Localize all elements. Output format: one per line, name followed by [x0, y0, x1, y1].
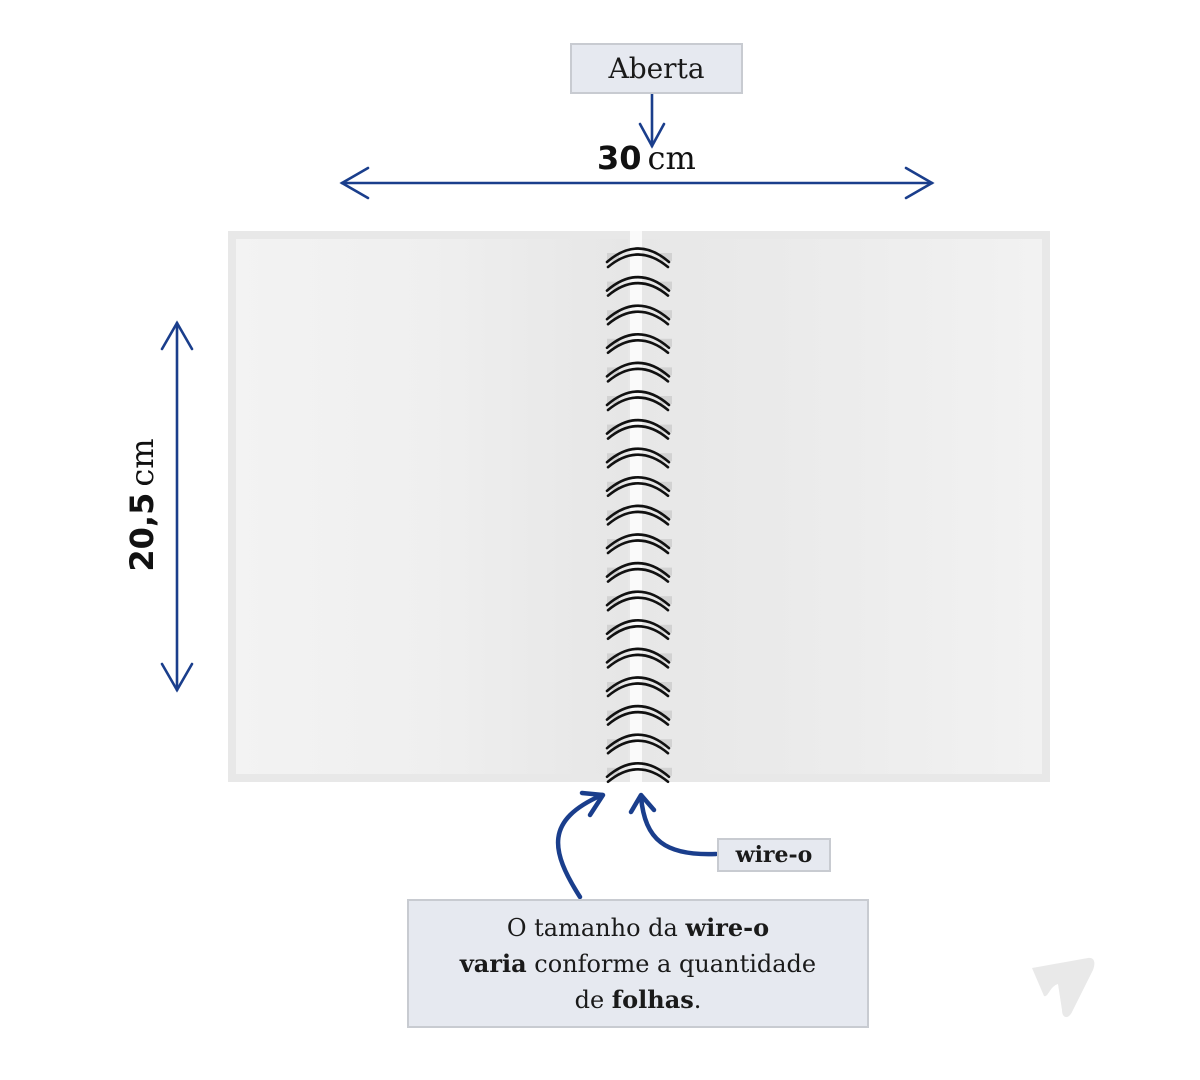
- note-line-1: O tamanho da wire-o: [507, 910, 769, 946]
- right-page: [642, 239, 1042, 774]
- curved-arrow-note-icon: [555, 790, 606, 900]
- height-arrow-icon: [160, 320, 194, 693]
- note-line-2: varia conforme a quantidade: [460, 946, 816, 982]
- note-text: O tamanho da: [506, 913, 686, 942]
- note-line-3: de folhas.: [575, 982, 702, 1018]
- note-text: conforme a quantidade: [526, 949, 817, 978]
- wireo-label-box: wire-o: [717, 838, 831, 872]
- brand-logo-icon: [1032, 957, 1095, 1018]
- note-bold-text: wire-o: [685, 912, 770, 942]
- aberta-label: Aberta: [608, 52, 705, 85]
- down-arrow-icon: [638, 92, 666, 149]
- height-dimension-label: 20,5 cm: [123, 438, 161, 571]
- open-notebook: [228, 231, 1050, 782]
- note-box: O tamanho da wire-o varia conforme a qua…: [407, 899, 869, 1028]
- aberta-label-box: Aberta: [570, 43, 743, 94]
- curved-arrow-wireo-icon: [628, 792, 719, 857]
- width-arrow-icon: [339, 166, 935, 200]
- width-unit: cm: [647, 139, 696, 177]
- wireo-label: wire-o: [735, 842, 813, 868]
- width-value: 30: [597, 139, 642, 177]
- wire-o-binding-icon: [605, 247, 672, 784]
- note-bold-text: varia: [459, 948, 527, 978]
- height-value: 20,5: [123, 492, 161, 572]
- note-text: de: [574, 985, 612, 1014]
- height-unit: cm: [123, 438, 161, 487]
- left-page: [236, 239, 628, 774]
- note-bold-text: folhas: [611, 984, 694, 1014]
- note-text: .: [693, 985, 702, 1014]
